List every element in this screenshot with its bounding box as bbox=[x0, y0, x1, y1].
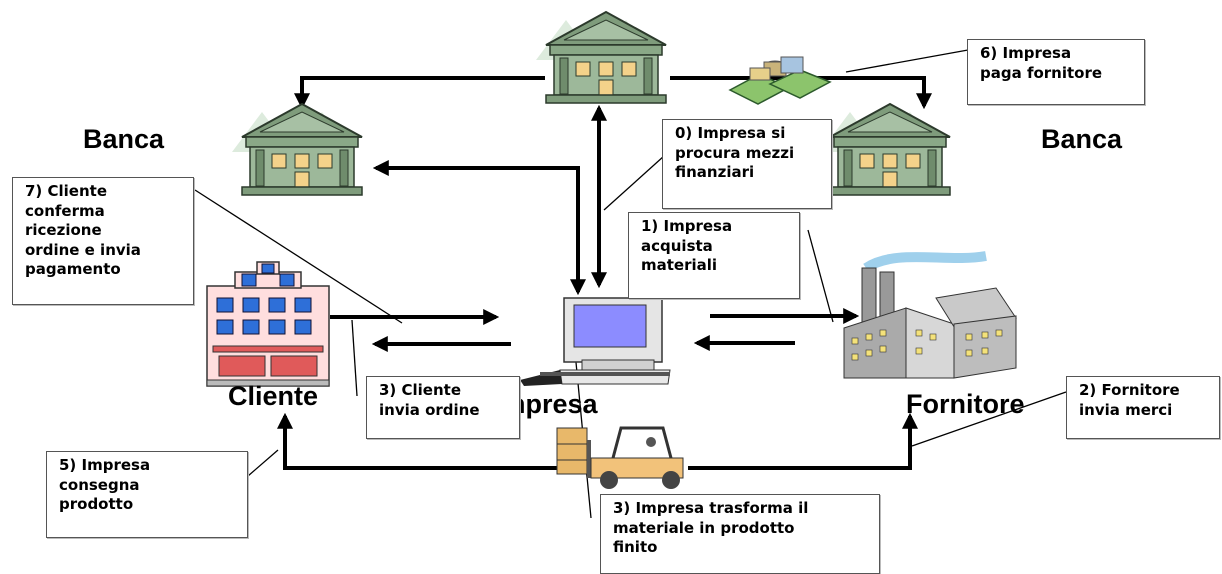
computer-icon bbox=[520, 297, 671, 386]
bank-icon-right bbox=[819, 103, 951, 196]
arrow-leftbank-impresa bbox=[372, 160, 586, 296]
leader-step7 bbox=[194, 189, 403, 324]
callout-step0: 0) Impresa si procura mezzi finanziari bbox=[662, 119, 832, 209]
callout-step3a: 3) Cliente invia ordine bbox=[366, 376, 520, 439]
bank-icon-top bbox=[535, 11, 667, 104]
callout-step5: 5) Impresa consegna prodotto bbox=[46, 451, 248, 538]
factory-icon bbox=[843, 251, 1017, 379]
callout-step7: 7) Cliente conferma ricezione ordine e i… bbox=[12, 177, 194, 305]
leader-step1 bbox=[807, 229, 834, 323]
store-icon bbox=[206, 261, 330, 387]
leader-step3a bbox=[351, 319, 358, 397]
leader-step0 bbox=[603, 155, 665, 211]
label-banca-right: Banca bbox=[1041, 124, 1123, 154]
callout-step1: 1) Impresa acquista materiali bbox=[628, 212, 800, 299]
money-icon bbox=[728, 56, 832, 105]
leader-step6 bbox=[845, 49, 969, 73]
leader-step5 bbox=[247, 449, 279, 477]
callout-step6: 6) Impresa paga fornitore bbox=[967, 39, 1145, 105]
label-cliente: Cliente bbox=[228, 381, 319, 411]
forklift-icon bbox=[556, 426, 684, 489]
bank-icon-left bbox=[231, 103, 363, 196]
arrow-topbank-leftbank bbox=[294, 76, 545, 110]
callout-step3b: 3) Impresa trasforma il materiale in pro… bbox=[600, 494, 880, 574]
label-fornitore: Fornitore bbox=[906, 389, 1025, 419]
leader-step2 bbox=[911, 391, 1067, 447]
arrow-delivery-cliente bbox=[277, 412, 560, 470]
callout-step2: 2) Fornitore invia merci bbox=[1066, 376, 1220, 439]
label-banca-left: Banca bbox=[83, 124, 165, 154]
arrow-delivery-fornitore bbox=[688, 412, 918, 470]
